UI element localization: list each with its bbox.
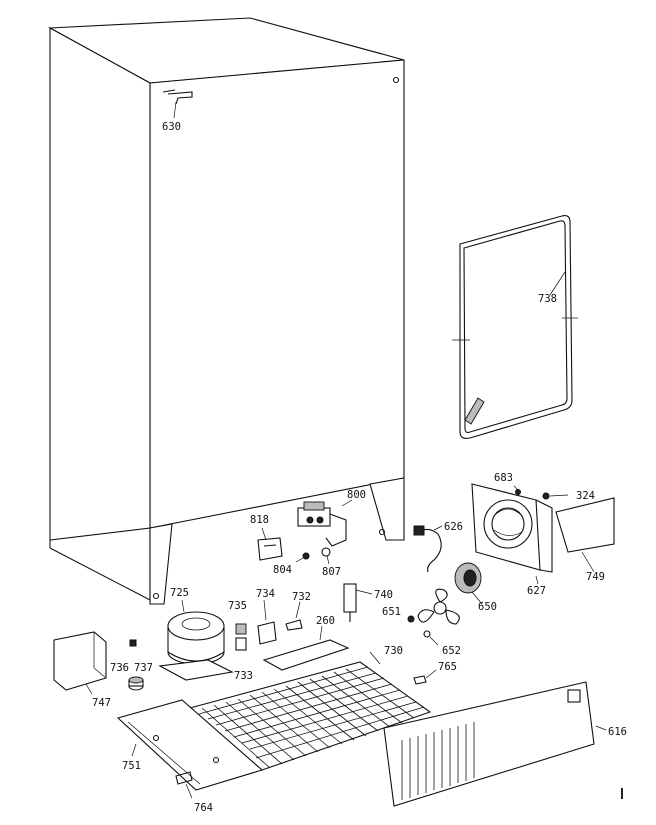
part-751-base-pan: [116, 699, 264, 791]
label-740: 740: [374, 589, 393, 601]
label-650: 650: [478, 601, 497, 613]
part-804-screw: [302, 552, 310, 560]
label-651: 651: [382, 606, 401, 618]
label-725: 725: [170, 587, 189, 599]
cabinet-left-leg: [149, 523, 173, 605]
label-735: 735: [228, 600, 247, 612]
cabinet-side: [49, 27, 151, 541]
part-725-compressor: [158, 599, 234, 681]
part-749-cover: [555, 497, 615, 573]
part-730-condenser: [188, 651, 432, 771]
part-616-grille: [383, 681, 607, 807]
part-324-screw: [542, 492, 550, 500]
part-818-bracket: [257, 527, 283, 561]
part-732-clip: [285, 601, 303, 631]
page-edge-mark: [621, 788, 623, 799]
part-765-clip: [413, 675, 427, 685]
label-764: 764: [194, 802, 213, 814]
part-626-power-cord: [413, 525, 443, 573]
label-324: 324: [576, 490, 595, 502]
part-627-fan-shroud: [471, 483, 553, 585]
label-627: 627: [527, 585, 546, 597]
part-738-gasket: [452, 215, 578, 439]
label-683: 683: [494, 472, 513, 484]
label-751: 751: [122, 760, 141, 772]
label-260: 260: [316, 615, 335, 627]
label-765: 765: [438, 661, 457, 673]
label-818: 818: [250, 514, 269, 526]
part-652-nut: [423, 630, 431, 638]
part-734-cover: [257, 599, 277, 645]
part-737-grommet: [128, 676, 144, 691]
label-736: 736: [110, 662, 129, 674]
label-747: 747: [92, 697, 111, 709]
cabinet-back-panel: [149, 59, 405, 529]
label-749: 749: [586, 571, 605, 583]
label-737: 737: [134, 662, 153, 674]
label-630: 630: [162, 121, 181, 133]
label-738: 738: [538, 293, 557, 305]
label-730: 730: [384, 645, 403, 657]
part-650-fan-motor: [454, 562, 483, 605]
label-626: 626: [444, 521, 463, 533]
part-736-screw: [129, 639, 137, 647]
label-800: 800: [347, 489, 366, 501]
part-260-bracket: [262, 625, 350, 671]
label-734: 734: [256, 588, 275, 600]
part-747-bracket: [53, 631, 107, 695]
part-683-screw: [515, 489, 521, 495]
label-804: 804: [273, 564, 292, 576]
part-735-relay: [235, 623, 247, 635]
label-807: 807: [322, 566, 341, 578]
cabinet-right-leg: [369, 477, 405, 541]
part-740-component: [343, 583, 373, 622]
part-651-fan-blade: [407, 588, 460, 625]
label-732: 732: [292, 591, 311, 603]
part-733-overload: [235, 637, 247, 651]
label-616: 616: [608, 726, 627, 738]
part-800-water-valve: [297, 499, 353, 547]
part-807-fitting: [321, 547, 331, 557]
label-652: 652: [442, 645, 461, 657]
part-630-clip: [162, 89, 193, 119]
part-764-clip: [175, 771, 193, 785]
label-733: 733: [234, 670, 253, 682]
refrigerator-cabinet: [48, 17, 405, 605]
